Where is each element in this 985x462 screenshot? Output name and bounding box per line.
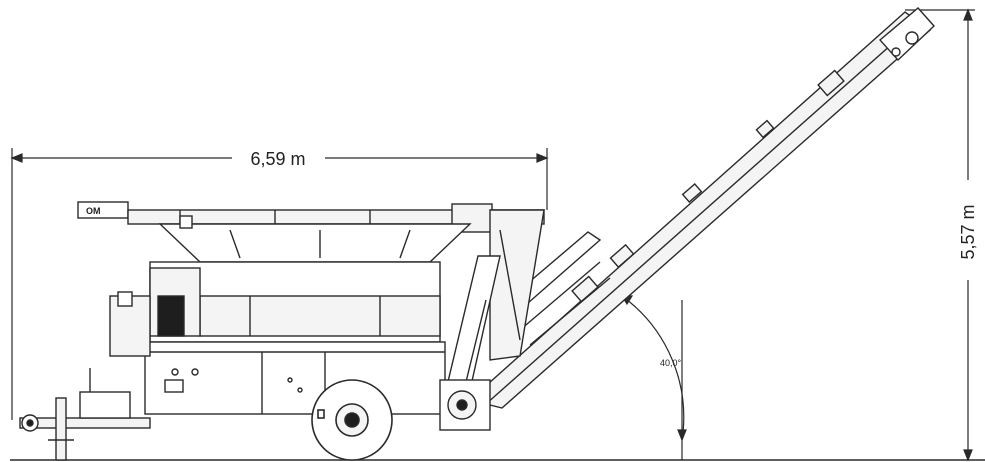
wheel — [311, 379, 393, 461]
angle-indicator — [620, 295, 687, 460]
height-dimension-label: 5,57 m — [958, 204, 978, 259]
length-dimension-label: 6,59 m — [250, 149, 305, 169]
length-dimension — [10, 148, 549, 420]
conveyor-arm — [468, 7, 935, 409]
brand-mark: OM — [86, 206, 101, 216]
height-dimension — [905, 8, 975, 462]
angle-label: 40,0° — [660, 358, 682, 368]
machine-body — [109, 261, 446, 415]
hopper-top — [77, 201, 545, 263]
drawbar — [19, 368, 151, 461]
rear-frame — [439, 209, 545, 431]
